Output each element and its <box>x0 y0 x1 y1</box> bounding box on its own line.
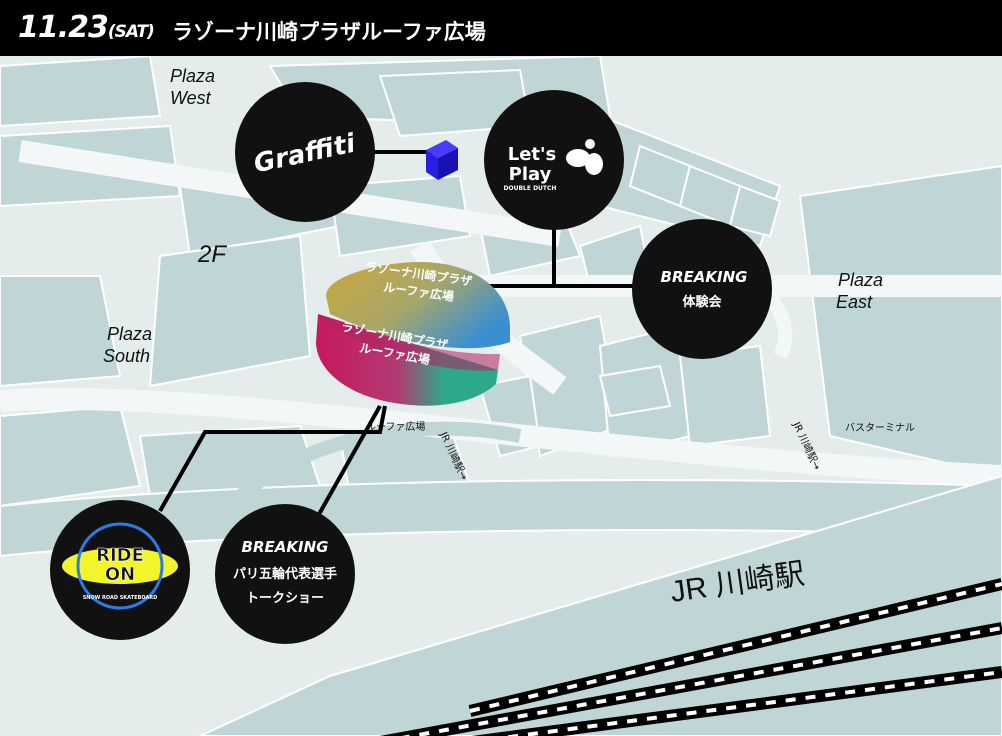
breaking-taiken-event[interactable]: BREAKING 体験会 <box>632 219 772 359</box>
bus-terminal-label: バスターミナル <box>845 422 915 434</box>
connector-lines <box>158 150 640 517</box>
plaza-east-label-1: Plaza <box>838 270 883 290</box>
venue-title: ラゾーナ川崎プラザルーファ広場 <box>172 20 486 44</box>
plaza-west-label-1: Plaza <box>170 66 215 86</box>
venue-map: ラゾーナ川崎プラザ ルーファ広場 ラゾーナ川崎プラザ ルーファ広場 Plaza … <box>0 56 1002 736</box>
plaza-south-label-2: South <box>103 346 150 366</box>
rideon-sub: SNOW ROAD SKATEBOARD <box>83 595 158 601</box>
letsplay-line1: Let's <box>508 144 557 165</box>
roofa-label: ルーファ広場 <box>366 420 425 433</box>
letsplay-event[interactable]: Let's Play DOUBLE DUTCH <box>484 90 624 230</box>
platform-lower <box>316 314 500 406</box>
platform-upper <box>326 262 510 349</box>
rideon-line2: ON <box>105 564 135 585</box>
breaking-talk-event[interactable]: BREAKING パリ五輪代表選手 トークショー <box>215 504 355 644</box>
plaza-south-label-1: Plaza <box>107 324 152 344</box>
rideon-line1: RIDE <box>96 545 144 566</box>
skateboard-icon <box>62 548 178 584</box>
letsplay-line2: Play <box>509 164 552 185</box>
breaking-talk-line3: トークショー <box>246 591 324 606</box>
breaking-taiken-line2: 体験会 <box>682 294 722 310</box>
breaking-taiken-line1: BREAKING <box>661 268 748 286</box>
header-bar: 11.23(SAT) ラゾーナ川崎プラザルーファ広場 <box>0 0 1002 56</box>
letsplay-sub: DOUBLE DUTCH <box>504 185 557 192</box>
buildings <box>0 56 1002 508</box>
wheel-icon <box>76 522 164 610</box>
hands-icon <box>566 139 603 175</box>
railway-area <box>199 474 1002 736</box>
breaking-talk-line2: パリ五輪代表選手 <box>233 566 337 582</box>
plaza-west-label-2: West <box>170 88 212 108</box>
railway-tracks <box>379 578 1002 736</box>
floor-label: 2F <box>197 241 227 268</box>
graffiti-location-marker <box>426 140 458 180</box>
graffiti-event[interactable]: Graffiti <box>235 82 375 222</box>
rideon-event[interactable]: RIDE ON SNOW ROAD SKATEBOARD <box>50 500 190 640</box>
plaza-east-label-2: East <box>836 292 873 312</box>
event-date: 11.23(SAT) <box>18 10 155 45</box>
breaking-talk-line1: BREAKING <box>242 538 329 556</box>
